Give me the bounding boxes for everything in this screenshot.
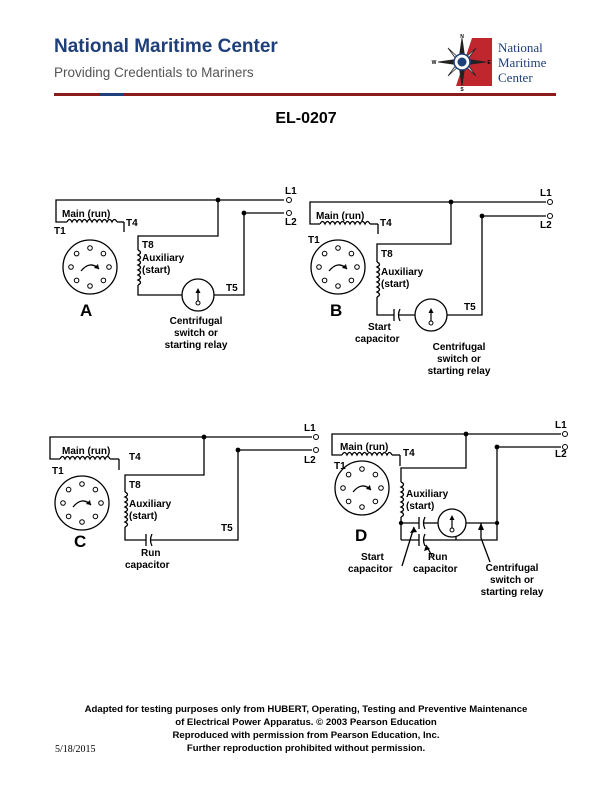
label-switch-or: switch or	[437, 354, 481, 365]
label-centrifugal: Centrifugal	[433, 342, 486, 353]
label-main-run: Main (run)	[340, 442, 388, 453]
label-starting-relay: starting relay	[481, 587, 544, 598]
label-auxiliary: Auxiliary	[406, 489, 449, 500]
label-main-run: Main (run)	[62, 446, 110, 457]
page-title: National Maritime Center	[54, 36, 278, 57]
label-l2: L2	[555, 449, 567, 460]
footer-line: of Electrical Power Apparatus. © 2003 Pe…	[175, 717, 437, 728]
page-subtitle: Providing Credentials to Mariners	[54, 65, 254, 80]
label-l1: L1	[540, 188, 552, 199]
label-centrifugal: Centrifugal	[170, 316, 223, 327]
label-t5: T5	[221, 523, 233, 534]
label-capacitor: capacitor	[355, 334, 400, 345]
diagram-b	[309, 201, 546, 322]
label-capacitor: capacitor	[348, 564, 393, 575]
label-start-paren: (start)	[129, 511, 157, 522]
diagram-a	[55, 199, 284, 296]
label-l1: L1	[555, 420, 567, 431]
label-auxiliary: Auxiliary	[381, 267, 424, 278]
label-t5: T5	[464, 302, 476, 313]
compass-n: N	[460, 34, 464, 40]
label-l2: L2	[304, 455, 316, 466]
label-capacitor: capacitor	[125, 560, 170, 571]
label-t4: T4	[403, 448, 415, 459]
label-t1: T1	[334, 461, 346, 472]
label-t5: T5	[226, 283, 238, 294]
label-t4: T4	[126, 218, 138, 229]
footer-line: Adapted for testing purposes only from H…	[84, 704, 528, 715]
label-capacitor: capacitor	[413, 564, 458, 575]
label-t8: T8	[142, 240, 154, 251]
label-run: Run	[428, 552, 447, 563]
label-main-run: Main (run)	[316, 211, 364, 222]
compass-logo-icon: N W E S	[432, 34, 492, 92]
label-l1: L1	[304, 423, 316, 434]
label-t1: T1	[54, 226, 66, 237]
header-rule-accent	[100, 93, 124, 96]
label-start-paren: (start)	[381, 279, 409, 290]
diagram-letter: C	[74, 532, 86, 551]
document-date: 5/18/2015	[55, 744, 96, 755]
label-l2: L2	[285, 217, 297, 228]
label-centrifugal: Centrifugal	[486, 563, 539, 574]
label-main-run: Main (run)	[62, 209, 110, 220]
compass-w: W	[432, 60, 437, 66]
label-start-paren: (start)	[406, 501, 434, 512]
label-switch-or: switch or	[490, 575, 534, 586]
label-t4: T4	[380, 218, 392, 229]
label-l1: L1	[285, 186, 297, 197]
diagram-letter: D	[355, 526, 367, 545]
logo-wordmark: National Maritime Center	[498, 40, 546, 85]
footer-line: Reproduced with permission from Pearson …	[172, 730, 440, 741]
label-start: Start	[368, 322, 391, 333]
label-auxiliary: Auxiliary	[142, 253, 185, 264]
label-starting-relay: starting relay	[165, 340, 228, 351]
compass-e: E	[487, 60, 491, 66]
label-starting-relay: starting relay	[428, 366, 491, 377]
diagram-letter: A	[80, 301, 92, 320]
compass-s: S	[460, 87, 464, 92]
label-auxiliary: Auxiliary	[129, 499, 172, 510]
header-rule	[54, 93, 556, 96]
label-t4: T4	[129, 452, 141, 463]
label-run: Run	[141, 548, 160, 559]
document-code: EL-0207	[275, 110, 337, 127]
label-switch-or: switch or	[174, 328, 218, 339]
label-l2: L2	[540, 220, 552, 231]
footer-line: Further reproduction prohibited without …	[186, 743, 426, 754]
label-start: Start	[361, 552, 384, 563]
label-t1: T1	[308, 235, 320, 246]
logo-line: Maritime	[498, 55, 547, 70]
label-t8: T8	[129, 480, 141, 491]
label-t1: T1	[52, 466, 64, 477]
label-start-paren: (start)	[142, 265, 170, 276]
logo-line: National	[498, 40, 543, 55]
copyright-notice: Adapted for testing purposes only from H…	[60, 703, 552, 755]
diagram-letter: B	[330, 301, 342, 320]
label-t8: T8	[381, 249, 393, 260]
logo-line: Center	[498, 70, 533, 85]
diagram-c	[49, 436, 312, 547]
